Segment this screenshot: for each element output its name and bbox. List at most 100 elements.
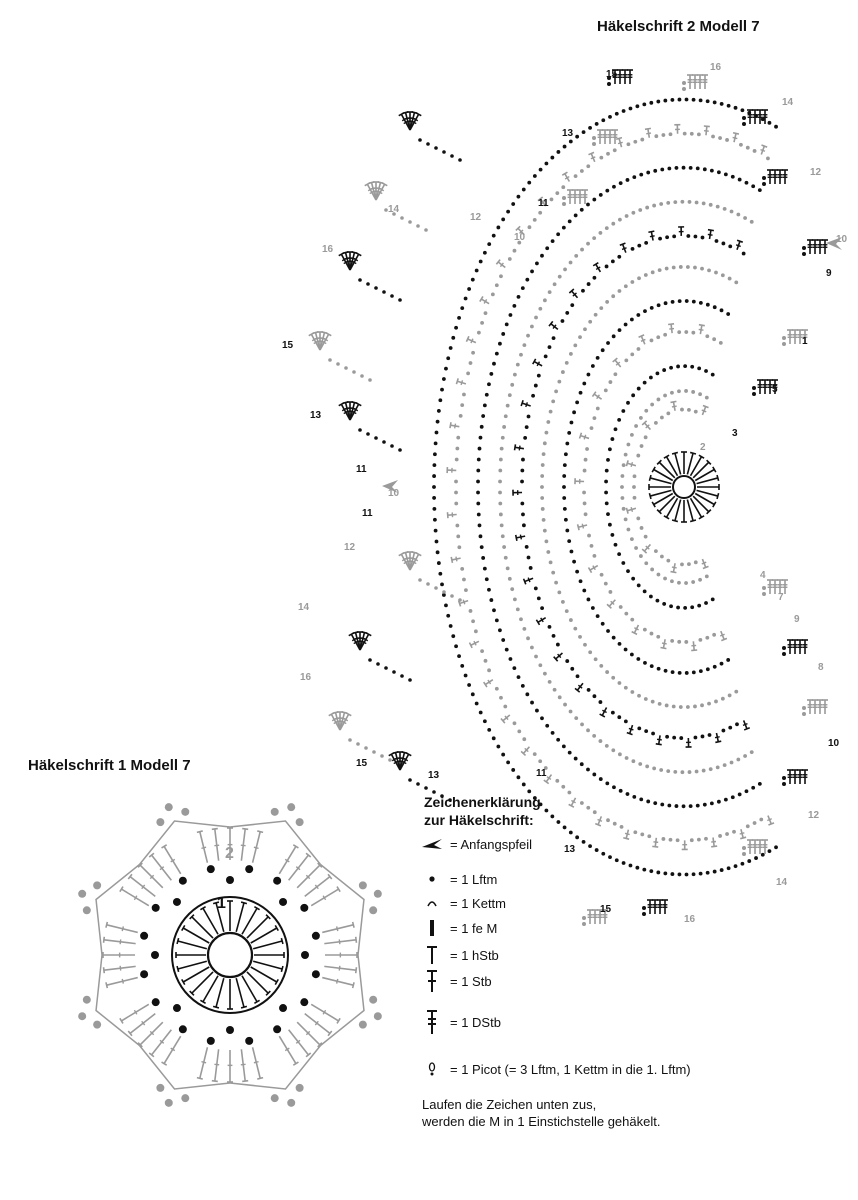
chain-stitch-mark [501,638,506,642]
chain-stitch-mark [540,507,545,511]
chain-stitch-mark [491,233,496,238]
chain-stitch-mark [607,82,611,86]
chain-stitch-mark [499,695,503,700]
stitch-cross-bar [595,266,601,271]
chain-stitch-mark [416,224,420,228]
chain-stitch-mark [614,111,619,116]
stitch-cross-bar [577,684,583,689]
stitch-top-bar [532,358,537,365]
chain-stitch-mark [606,512,610,517]
chain-stitch-mark [730,795,735,800]
chain-stitch-mark [507,393,512,398]
stitch-mark [182,927,210,944]
chain-stitch-mark [617,254,622,259]
chain-stitch-mark [685,265,690,269]
stitch-top-bar [381,182,388,187]
chain-stitch-mark [487,587,491,592]
chain-stitch-mark [670,390,674,395]
stitch-top-bar [638,334,645,338]
chain-stitch-mark [432,790,436,794]
chain-stitch-mark [444,603,448,608]
chain-stitch-mark [592,136,596,140]
chain-stitch-mark [736,212,741,217]
chain-stitch-mark [468,361,473,365]
chain-stitch-mark [623,322,628,327]
chain-stitch-mark [567,790,572,795]
chain-stitch-mark [631,393,636,398]
chain-stitch-mark [344,366,348,370]
chain-stitch-mark [674,804,679,808]
stitch-top-bar [522,578,527,585]
chain-stitch-mark [667,803,672,808]
chain-stitch-mark [562,825,567,830]
stitch-mark [665,497,679,518]
chain-stitch-mark [691,97,696,102]
legend-note-line2: werden die M in 1 Einstichstelle gehäkel… [422,1114,661,1129]
chain-stitch-mark [605,670,610,674]
chain-stitch-mark [588,650,593,655]
chain-stitch-mark [603,388,608,393]
chain-stitch-mark [476,330,481,335]
chain-stitch-mark [578,390,583,395]
chain-stitch-mark [435,550,440,555]
chain-stitch-mark [719,102,724,106]
stitch-top-bar [351,982,355,989]
chain-stitch-mark [612,785,616,790]
chain-stitch-mark [366,282,370,286]
stitch-mark [191,971,214,994]
chain-stitch-mark [720,273,725,278]
chain-stitch-mark [470,277,475,282]
round-number: 10 [388,488,400,499]
chain-stitch-mark [528,566,533,570]
round-number: 15 [356,758,368,769]
chain-stitch-mark [432,517,437,522]
chain-stitch-mark [515,607,520,612]
chain-stitch-mark [718,136,722,140]
chain-stitch-mark [424,786,428,790]
chain-stitch-mark [560,600,565,604]
chain-stitch-mark [287,803,296,812]
chain-stitch-mark [555,642,560,647]
stitch-top-bar [513,444,517,451]
chain-stitch-mark [632,794,637,799]
chain-stitch-mark [582,381,587,386]
stitch-cross-bar [645,545,650,550]
stitch-top-bar [257,830,264,834]
chain-stitch-mark [444,366,448,371]
chain-stitch-mark [628,863,633,868]
stitch-cross-bar [572,292,577,297]
legend-note: Laufen die Zeichen unten zus, werden die… [422,1096,660,1130]
chain-stitch-mark [741,251,746,256]
chain-stitch-mark [682,87,686,91]
chain-stitch-mark [757,188,762,193]
chain-stitch-mark [747,859,752,863]
chain-stitch-mark [547,624,552,629]
chain-stitch-mark [507,257,512,261]
chain-stitch-mark [624,611,629,616]
chain-stitch-mark [661,133,666,137]
chain-stitch-mark [462,577,466,582]
chain-stitch-mark [398,298,402,302]
chain-stitch-mark [643,273,648,277]
chain-stitch-mark [636,657,641,661]
chain-stitch-mark [714,239,719,243]
chain-stitch-mark [552,282,557,287]
chain-stitch-mark [562,496,567,500]
chain-stitch-mark [701,201,706,206]
stitch-mark [686,452,694,475]
chain-stitch-mark [626,400,630,405]
chain-stitch-mark [698,669,703,674]
chain-stitch-mark [666,769,671,774]
chain-stitch-mark [527,789,532,794]
chain-stitch-mark [432,485,436,489]
stitch-cross-bar [571,799,576,804]
stitch-cross-bar [323,337,329,342]
round-number: 14 [298,602,310,613]
stitch-cross-bar [314,1020,319,1026]
chain-stitch-mark [507,576,512,581]
chain-stitch-mark [636,313,641,317]
stitch-top-bar [663,515,670,520]
chain-stitch-mark [660,415,664,420]
stitch-top-bar [587,567,593,574]
stitch-mark [665,456,679,477]
